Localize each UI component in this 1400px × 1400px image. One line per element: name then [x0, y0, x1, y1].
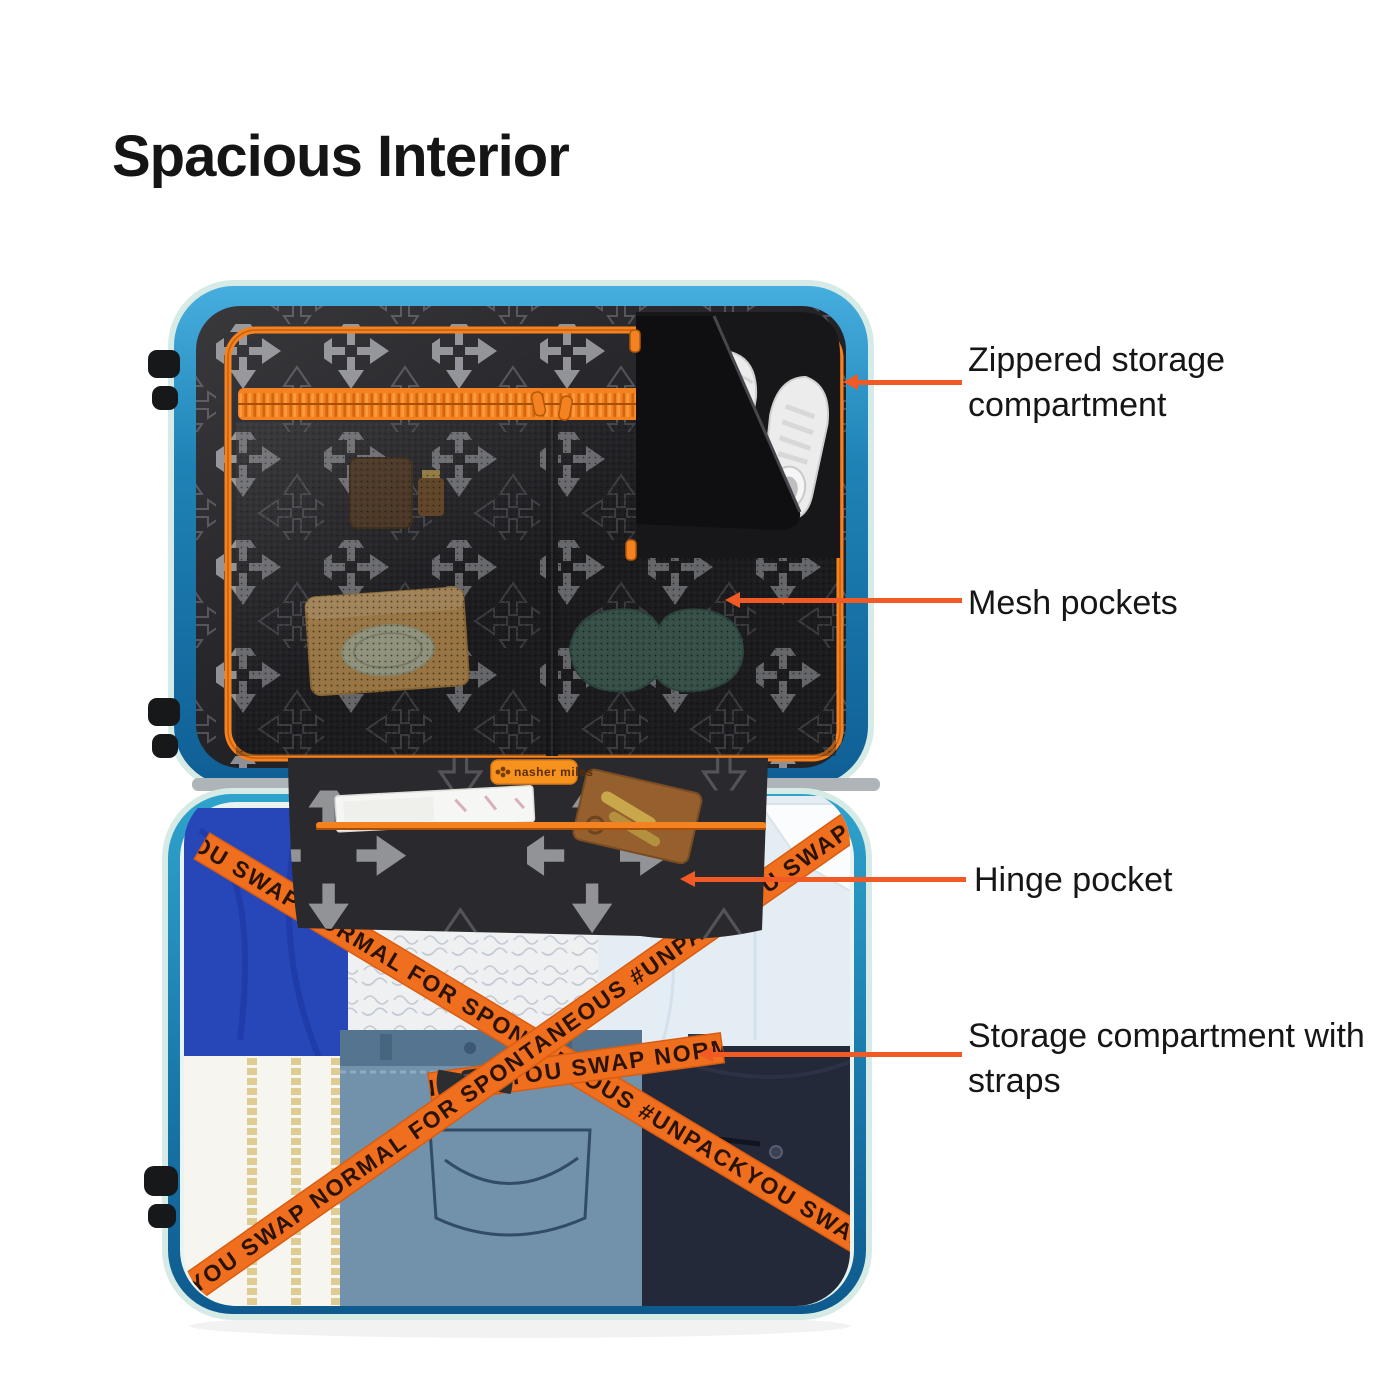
suitcase-lid [168, 280, 874, 792]
left-arrow-icon [680, 871, 695, 887]
compartment-zipper-pull [629, 329, 641, 353]
jeans-pocket [428, 1128, 592, 1237]
callout-label: Mesh pockets [968, 584, 1178, 622]
callout-line [738, 598, 962, 603]
leather-organizer [572, 768, 703, 865]
left-arrow-icon [698, 1046, 713, 1062]
left-arrow-icon [843, 374, 858, 390]
compartment-flap [636, 316, 801, 530]
suitcase-bottom: #UNPACKYOU SWAP NORMAL FOR SPONTANEOUS #… [162, 788, 872, 1320]
brand-badge: nasher miles [490, 759, 593, 785]
callout-label: Zippered storage compartment [968, 341, 1226, 424]
hinge-pocket: nasher miles [288, 758, 768, 939]
zippered-compartment [625, 312, 840, 561]
hinge-pocket-zipper [316, 822, 766, 829]
brand-logo-icon [495, 766, 511, 778]
left-arrow-icon [725, 592, 740, 608]
page-title: Spacious Interior [112, 123, 570, 189]
callout-line [693, 877, 966, 882]
wheels [144, 350, 180, 1228]
callout-line [856, 380, 962, 385]
callout-line [711, 1052, 962, 1057]
callout-label: Storage compartment with straps [968, 1017, 1365, 1100]
brand-label: nasher miles [514, 765, 593, 779]
zipper-pulls [530, 391, 573, 421]
callout-label: Hinge pocket [974, 861, 1173, 899]
travel-documents [334, 785, 536, 833]
